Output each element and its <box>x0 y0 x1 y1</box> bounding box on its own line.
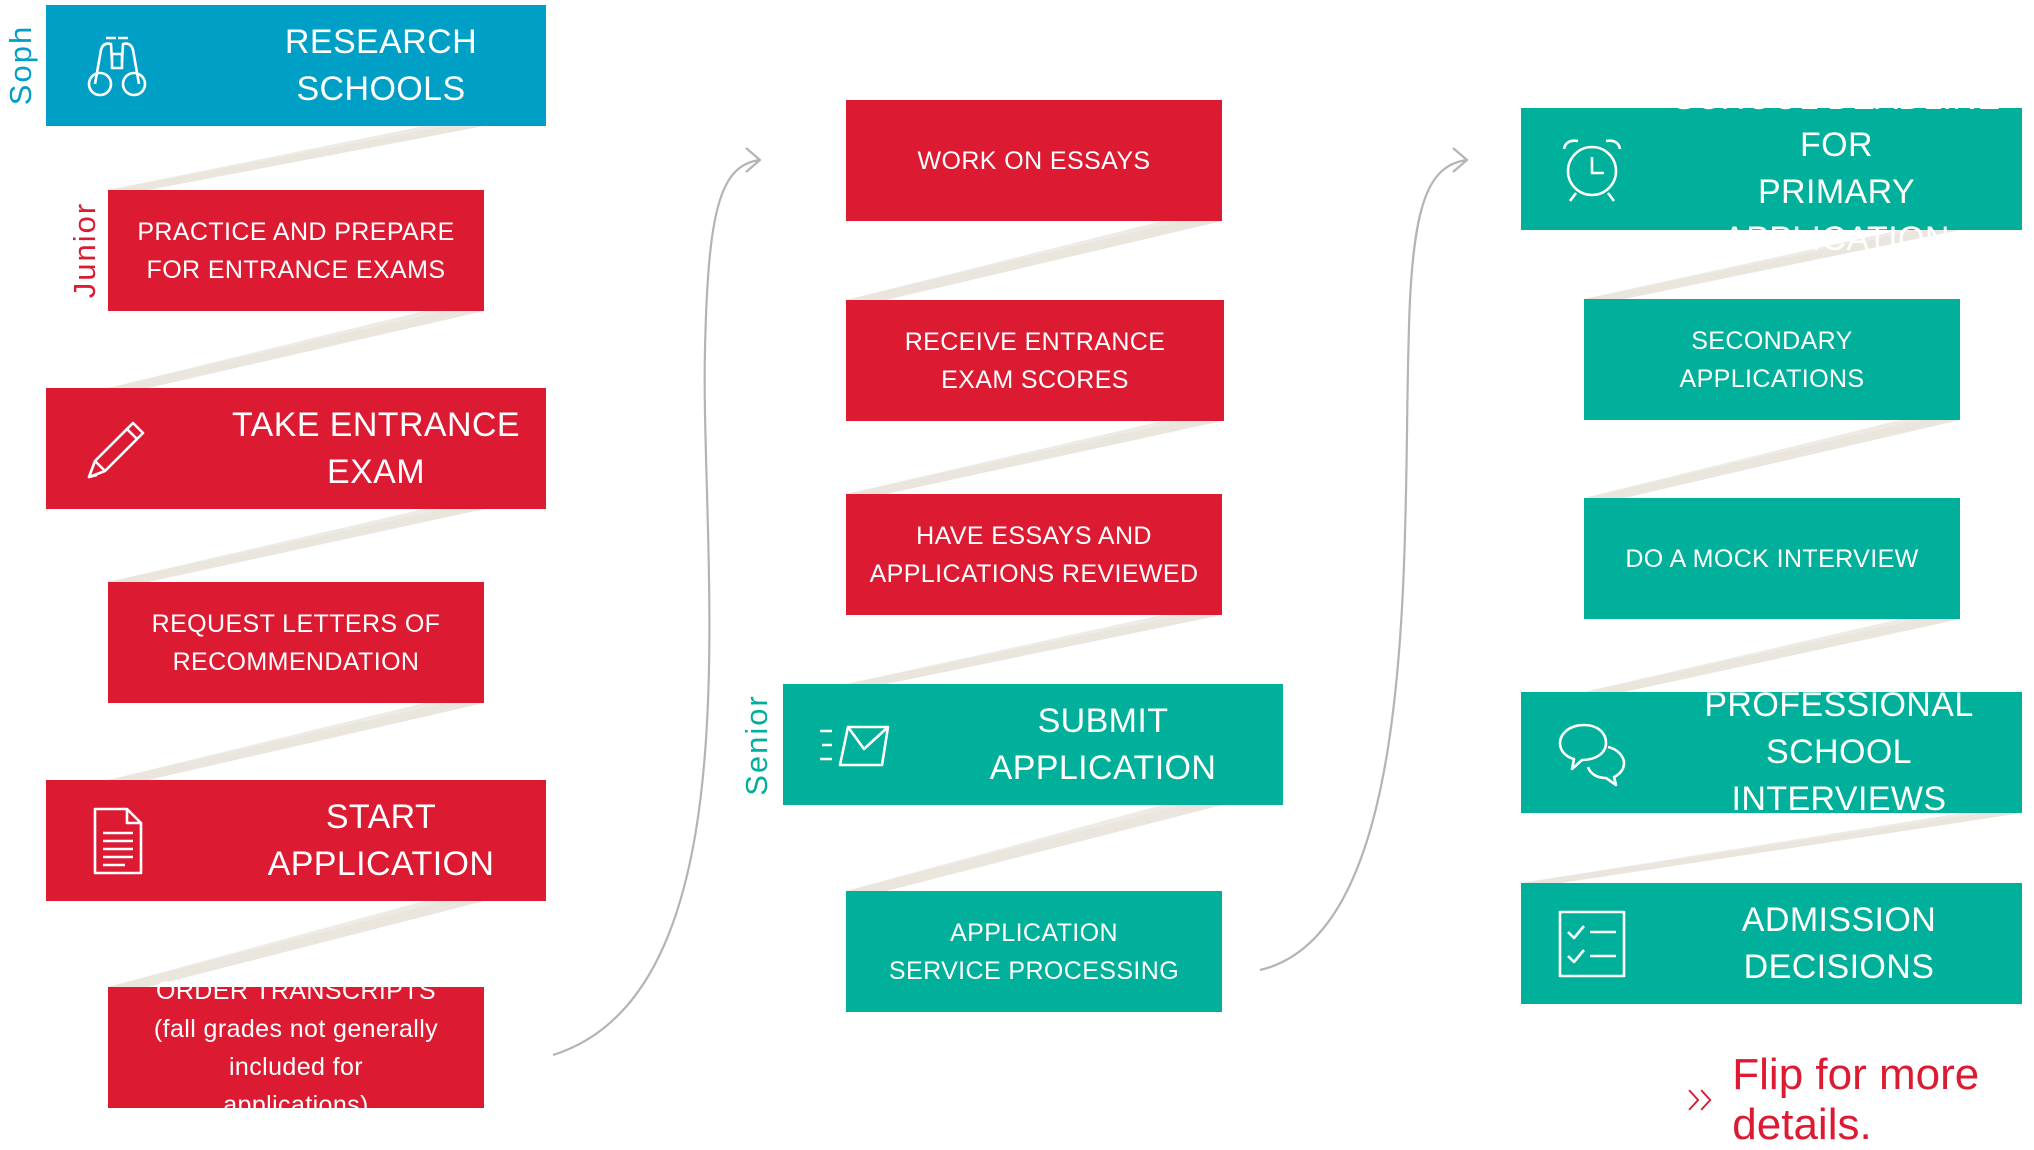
connector-arrow <box>1259 158 1468 972</box>
step-box: SECONDARY APPLICATIONS <box>1584 299 1960 420</box>
envelope-icon <box>818 709 890 781</box>
step-box: ADMISSION DECISIONS <box>1521 883 2022 1004</box>
step-box: ORDER TRANSCRIPTS (fall grades not gener… <box>108 977 484 1119</box>
step-label: PRACTICE AND PREPARE FOR ENTRANCE EXAMS <box>137 217 455 284</box>
step-label: SECONDARY APPLICATIONS <box>1679 326 1865 393</box>
year-label: Soph <box>3 24 38 106</box>
year-label: Senior <box>739 694 774 796</box>
ribbon-fold-shadow <box>846 421 1222 494</box>
step-box: PROFESSIONAL SCHOOL INTERVIEWS <box>1521 686 2022 818</box>
step-box: REQUEST LETTERS OF RECOMMENDATION <box>108 582 484 703</box>
ribbon-fold-shadow <box>1521 813 2022 883</box>
ribbon-fold-shadow <box>108 703 484 780</box>
alarm-clock-icon <box>1556 133 1628 205</box>
step-label: ADMISSION DECISIONS <box>1741 900 1937 986</box>
ribbon-fold-shadow <box>108 311 484 388</box>
step-label: REQUEST LETTERS OF RECOMMENDATION <box>151 609 441 676</box>
arrowhead-icon <box>745 147 762 173</box>
ribbon-fold-shadow <box>1584 230 1960 299</box>
step-label: PROFESSIONAL SCHOOL INTERVIEWS <box>1704 686 1974 818</box>
step-box: WORK ON ESSAYS <box>846 100 1222 221</box>
ribbon-fold-shadow <box>108 126 484 190</box>
step-box: SUBMIT APPLICATION <box>783 684 1283 805</box>
pencil-icon <box>81 413 153 485</box>
connector-layer <box>552 147 1469 1057</box>
connector-arrow <box>552 158 761 1057</box>
step-box: START APPLICATION <box>46 780 546 901</box>
year-label: Junior <box>67 201 102 299</box>
ribbon-fold-shadow <box>846 221 1222 300</box>
ribbon-fold-shadow <box>1584 619 1960 692</box>
step-label: DO A MOCK INTERVIEW <box>1625 544 1919 573</box>
step-box: RESEARCH SCHOOLS <box>46 5 546 126</box>
step-label: SCHOOL DEADLINE FOR PRIMARY APPLICATION <box>1672 79 2001 258</box>
step-label: TAKE ENTRANCE EXAM <box>232 405 520 491</box>
step-box: DO A MOCK INTERVIEW <box>1584 498 1960 619</box>
step-label: HAVE ESSAYS AND APPLICATIONS REVIEWED <box>869 521 1199 588</box>
step-box: HAVE ESSAYS AND APPLICATIONS REVIEWED <box>846 494 1222 615</box>
step-label: START APPLICATION <box>267 797 495 883</box>
ribbon-fold-shadow <box>1584 420 1960 498</box>
flip-note-text: Flip for more details. <box>1732 1050 1980 1149</box>
step-label: ORDER TRANSCRIPTS (fall grades not gener… <box>153 976 439 1119</box>
ribbon-fold-shadow <box>108 509 484 582</box>
step-box: APPLICATION SERVICE PROCESSING <box>846 891 1222 1012</box>
ribbon-layer <box>108 126 2022 987</box>
step-box: PRACTICE AND PREPARE FOR ENTRANCE EXAMS <box>108 190 484 311</box>
checklist-icon <box>1556 908 1628 980</box>
ribbon-fold-shadow <box>108 901 484 987</box>
ribbon-fold-shadow <box>846 805 1222 891</box>
step-box: RECEIVE ENTRANCE EXAM SCORES <box>846 300 1224 421</box>
step-label: APPLICATION SERVICE PROCESSING <box>888 918 1180 985</box>
timeline-diagram: RESEARCH SCHOOLS PRACTICE AND PREPARE FOR… <box>3 5 2022 1119</box>
arrowhead-icon <box>1452 147 1469 173</box>
step-label: RESEARCH SCHOOLS <box>284 22 478 108</box>
ribbon-fold-shadow <box>846 615 1222 684</box>
step-box: SCHOOL DEADLINE FOR PRIMARY APPLICATION <box>1521 79 2022 258</box>
binoculars-icon <box>81 30 153 102</box>
chat-bubbles-icon <box>1556 717 1628 789</box>
double-chevron-right-icon <box>1688 1089 1712 1111</box>
step-box: TAKE ENTRANCE EXAM <box>46 388 546 509</box>
step-label: WORK ON ESSAYS <box>917 146 1151 175</box>
document-icon <box>81 805 153 877</box>
step-label: SUBMIT APPLICATION <box>989 701 1217 787</box>
flip-note: Flip for more details. <box>1686 1050 2034 1150</box>
step-label: RECEIVE ENTRANCE EXAM SCORES <box>904 327 1166 394</box>
